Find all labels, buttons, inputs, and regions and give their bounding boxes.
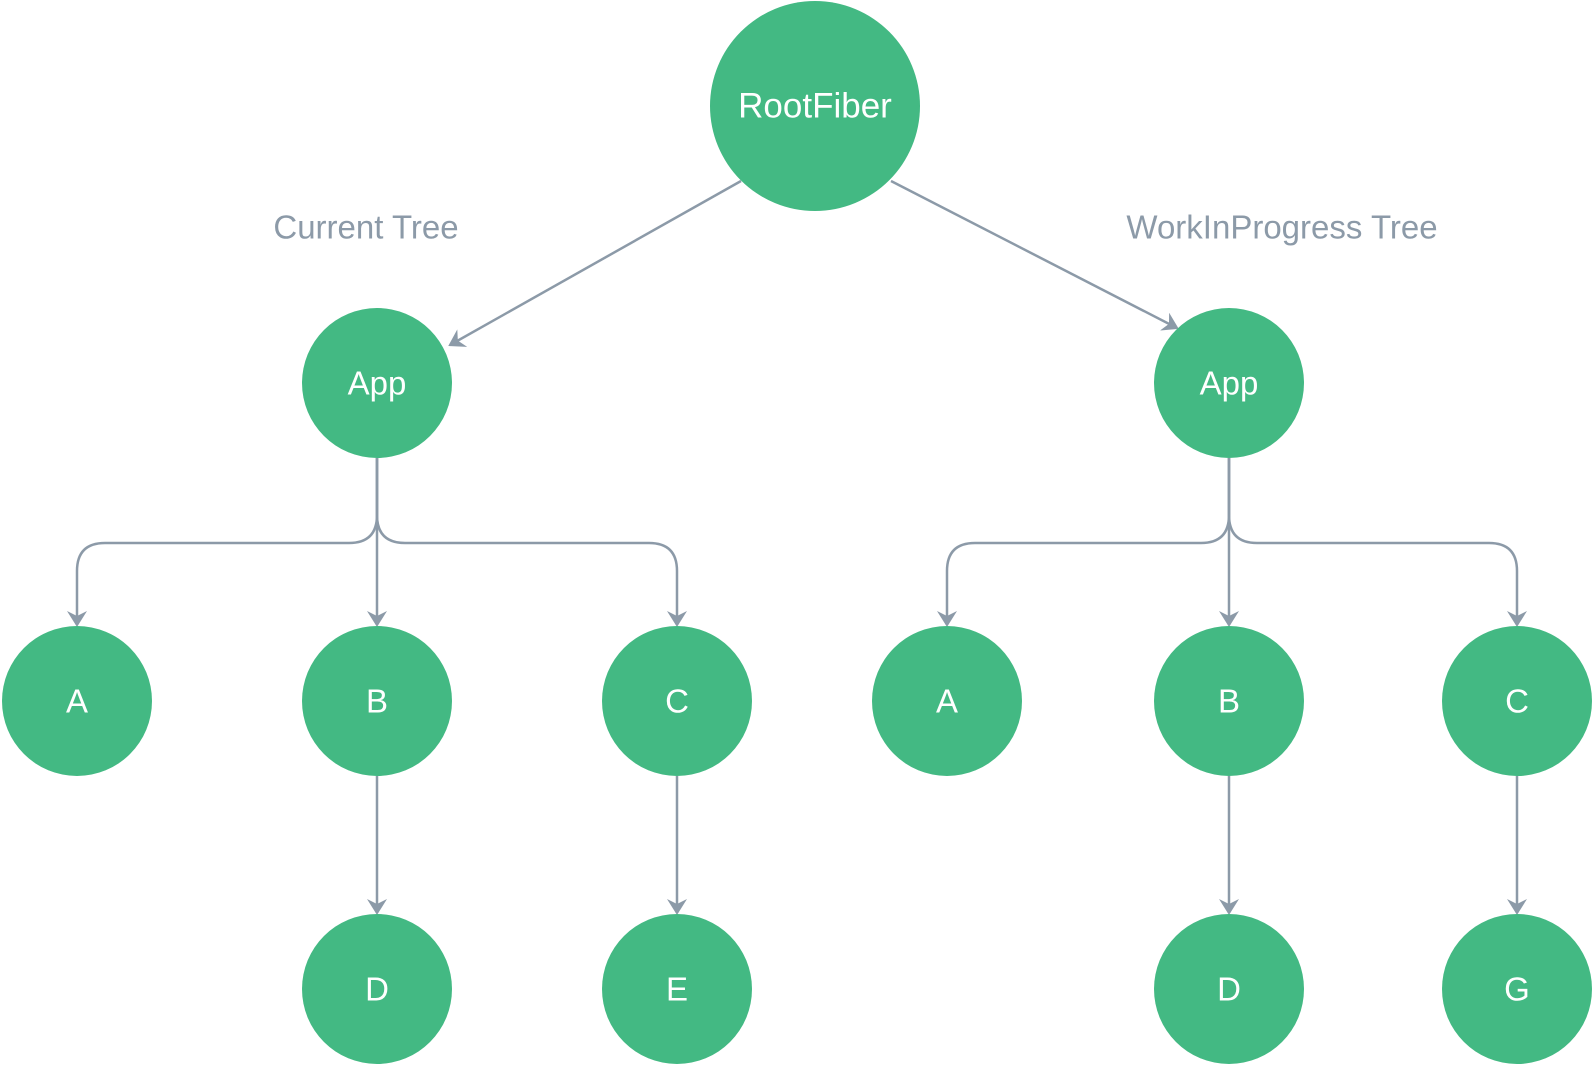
node-wip-a-label: A: [936, 683, 958, 720]
node-wip-g-label: G: [1504, 971, 1530, 1008]
edge-current-app-to-a: [67, 458, 379, 627]
node-root-label: RootFiber: [738, 87, 892, 126]
node-current-a: A: [2, 626, 152, 776]
node-current-d-label: D: [365, 971, 389, 1008]
wip-tree-label: WorkInProgress Tree: [1126, 209, 1437, 246]
edge-wip-app-to-a: [937, 458, 1231, 627]
edge-root-to-wip-app: [890, 179, 1179, 331]
node-current-e: E: [602, 914, 752, 1064]
node-current-app: App: [302, 308, 452, 458]
current-tree-label: Current Tree: [273, 209, 458, 246]
node-root: RootFiber: [710, 1, 920, 211]
node-wip-g: G: [1442, 914, 1592, 1064]
node-wip-d: D: [1154, 914, 1304, 1064]
edges: [67, 179, 1527, 915]
node-current-c-label: C: [665, 683, 689, 720]
node-wip-c-label: C: [1505, 683, 1529, 720]
node-current-e-label: E: [666, 971, 688, 1008]
node-wip-c: C: [1442, 626, 1592, 776]
edge-root-to-current-app: [448, 179, 742, 347]
edge-current-app-to-c: [375, 458, 687, 627]
node-wip-b: B: [1154, 626, 1304, 776]
edge-wip-app-to-c: [1227, 458, 1527, 627]
node-wip-d-label: D: [1217, 971, 1241, 1008]
node-wip-app: App: [1154, 308, 1304, 458]
node-current-app-label: App: [348, 365, 407, 402]
node-current-d: D: [302, 914, 452, 1064]
node-current-a-label: A: [66, 683, 88, 720]
node-wip-a: A: [872, 626, 1022, 776]
node-current-c: C: [602, 626, 752, 776]
node-wip-app-label: App: [1200, 365, 1259, 402]
node-current-b: B: [302, 626, 452, 776]
node-wip-b-label: B: [1218, 683, 1240, 720]
node-current-b-label: B: [366, 683, 388, 720]
